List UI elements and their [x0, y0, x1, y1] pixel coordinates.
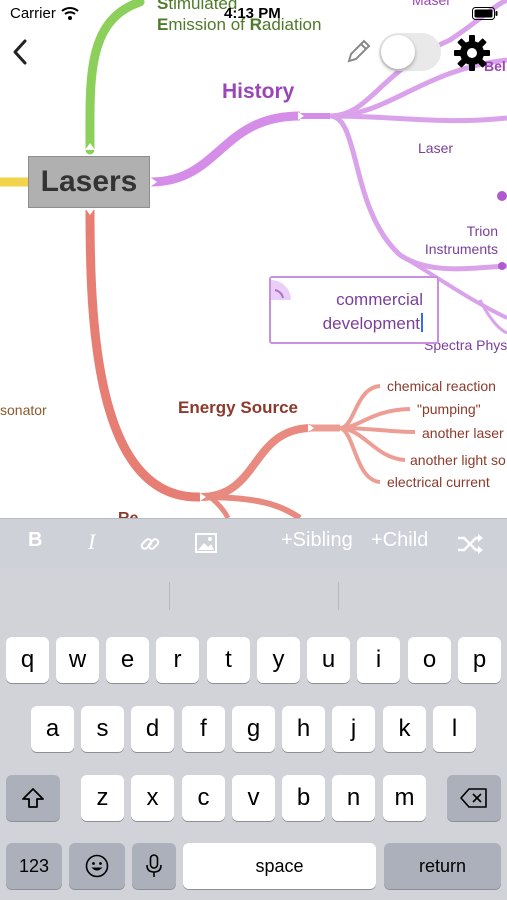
pencil-icon[interactable] [344, 38, 372, 66]
key-c[interactable]: c [182, 775, 225, 821]
energy-source-node[interactable]: Energy Source [178, 398, 298, 417]
key-p[interactable]: p [458, 637, 501, 683]
text-caret [421, 313, 423, 332]
top-label-b: adiation [261, 15, 322, 34]
software-keyboard: q w e r t y u i o p a s d f g h j k l z … [0, 568, 507, 900]
delete-key[interactable] [447, 775, 501, 821]
emoji-icon [85, 854, 109, 878]
key-k[interactable]: k [383, 706, 426, 752]
key-o[interactable]: o [408, 637, 451, 683]
key-n[interactable]: n [332, 775, 375, 821]
shift-icon [22, 788, 44, 808]
key-m[interactable]: m [383, 775, 426, 821]
key-j[interactable]: j [332, 706, 375, 752]
left-node-partial[interactable]: sonator [0, 402, 47, 418]
key-g[interactable]: g [232, 706, 275, 752]
add-child-button[interactable]: +Child [371, 529, 429, 551]
prediction-divider [169, 582, 170, 610]
bold-button[interactable]: B [28, 529, 43, 551]
history-node[interactable]: History [222, 80, 295, 103]
microphone-icon [146, 854, 162, 877]
history-child-bel[interactable]: Bel [484, 58, 506, 74]
energy-child-electrical[interactable]: electrical current [387, 474, 490, 490]
numbers-key[interactable]: 123 [6, 843, 62, 889]
history-child-spectra[interactable]: Spectra Phys [424, 337, 507, 353]
edit-line-1: commercial [336, 290, 423, 309]
key-w[interactable]: w [56, 637, 99, 683]
history-child-trion[interactable]: Trion Instruments [424, 223, 498, 257]
energy-child-another-light[interactable]: another light so [410, 452, 506, 468]
top-node-line2[interactable]: Emission of Radiation [157, 15, 321, 35]
central-node-lasers[interactable]: Lasers [28, 156, 150, 208]
mindmap-canvas[interactable]: Stimulated Emission of Radiation History… [0, 0, 507, 518]
energy-child-pumping[interactable]: "pumping" [417, 401, 481, 417]
top-label-a: mission of [168, 15, 250, 34]
status-time: 4:13 PM [224, 5, 281, 22]
resize-handle-icon[interactable] [271, 278, 293, 300]
space-key[interactable]: space [183, 843, 376, 889]
key-d[interactable]: d [131, 706, 174, 752]
gear-icon[interactable] [452, 33, 492, 73]
link-icon[interactable] [138, 532, 162, 556]
node-edit-box[interactable]: commercial development [269, 276, 439, 344]
add-sibling-button[interactable]: +Sibling [281, 529, 353, 551]
key-e[interactable]: e [106, 637, 149, 683]
emoji-key[interactable] [69, 843, 125, 889]
prediction-divider [338, 582, 339, 610]
key-i[interactable]: i [357, 637, 400, 683]
top-branch [85, 0, 145, 155]
italic-button[interactable]: I [88, 529, 96, 554]
shuffle-icon[interactable] [456, 533, 484, 555]
top-label-r: R [249, 15, 262, 34]
partial-node-bottom[interactable]: Re [118, 510, 148, 518]
history-branch [149, 111, 301, 187]
key-f[interactable]: f [182, 706, 225, 752]
energy-child-chemical[interactable]: chemical reaction [387, 378, 496, 394]
format-toolbar: B I +Sibling +Child [0, 518, 507, 568]
mode-toggle[interactable] [379, 33, 441, 71]
shift-key[interactable] [6, 775, 60, 821]
history-child-maser[interactable]: Maser [412, 0, 451, 8]
chevron-left-icon[interactable] [10, 38, 30, 66]
top-label-s: S [157, 0, 169, 13]
key-x[interactable]: x [131, 775, 174, 821]
key-l[interactable]: l [433, 706, 476, 752]
edit-line-2-text: development [322, 314, 420, 333]
carrier-label: Carrier [10, 5, 56, 22]
key-y[interactable]: y [257, 637, 300, 683]
energy-child-another-laser[interactable]: another laser [422, 425, 504, 441]
return-key[interactable]: return [384, 843, 501, 889]
history-child-laser[interactable]: Laser [418, 140, 454, 156]
image-icon[interactable] [195, 533, 217, 553]
energy-branch [85, 209, 201, 502]
key-z[interactable]: z [81, 775, 124, 821]
top-node-line1[interactable]: Stimulated [157, 0, 237, 14]
battery-icon [472, 7, 498, 20]
key-t[interactable]: t [207, 637, 250, 683]
key-u[interactable]: u [307, 637, 350, 683]
toggle-knob [381, 35, 415, 69]
backspace-icon [460, 788, 487, 808]
top-label-e: E [157, 15, 169, 34]
key-q[interactable]: q [6, 637, 49, 683]
key-v[interactable]: v [232, 775, 275, 821]
dictation-key[interactable] [132, 843, 176, 889]
wifi-icon [61, 7, 79, 20]
key-r[interactable]: r [156, 637, 199, 683]
key-h[interactable]: h [282, 706, 325, 752]
key-b[interactable]: b [282, 775, 325, 821]
edit-line-2: development [271, 312, 423, 336]
key-a[interactable]: a [31, 706, 74, 752]
key-s[interactable]: s [81, 706, 124, 752]
top-label-rest: timulated [168, 0, 238, 13]
